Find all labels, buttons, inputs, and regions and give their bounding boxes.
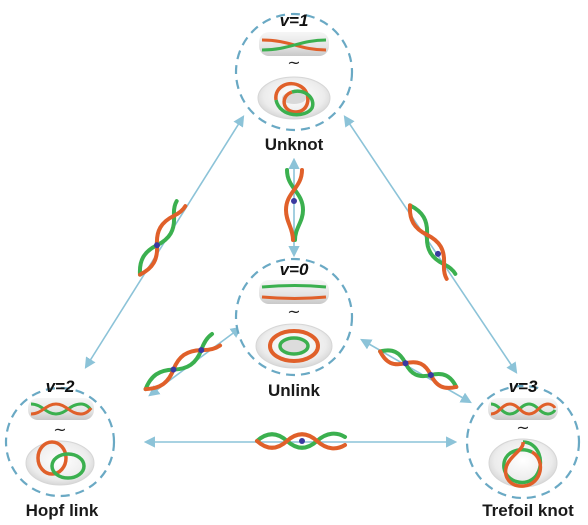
trefoil-v-label: v=3 <box>509 377 538 396</box>
braid-unknot-unlink <box>283 168 306 242</box>
trefoil-equivalence: ~ <box>516 418 529 437</box>
unlink-ribbon <box>259 280 329 304</box>
unlink-green-ring <box>278 336 310 356</box>
trefoil-ribbon <box>488 398 558 420</box>
node-unlink: v=0 ~ Unlink <box>234 257 354 400</box>
unlink-orange-ring <box>268 329 320 363</box>
hopf-green-ring <box>50 452 86 480</box>
trefoil-green-strand <box>502 440 543 485</box>
trefoil-orange-strand <box>503 441 543 488</box>
hopf-equivalence: ~ <box>53 420 66 439</box>
hopf-label: Hopf link <box>26 501 99 520</box>
unknot-orange-strand <box>274 81 310 114</box>
unknot-green-strand <box>274 89 315 117</box>
unlink-equivalence: ~ <box>287 302 300 321</box>
trefoil-label: Trefoil knot <box>482 501 574 520</box>
node-hopf: v=2 ~ Hopf link <box>4 377 116 520</box>
braid-unlink-trefoil <box>378 348 459 390</box>
node-trefoil: v=3 ~ Trefoil knot <box>465 377 581 520</box>
hopf-v-label: v=2 <box>46 377 75 396</box>
hopf-ribbon <box>28 398 94 420</box>
unknot-v-label: v=1 <box>280 11 309 30</box>
arrow-unlink-trefoil <box>360 338 472 404</box>
hopf-orange-ring <box>36 440 68 476</box>
unknot-equivalence: ~ <box>287 53 300 72</box>
braid-unknot-trefoil <box>407 203 458 281</box>
unlink-label: Unlink <box>268 381 320 400</box>
node-unknot: v=1 ~ Unknot <box>234 11 354 154</box>
braid-hopf-trefoil <box>255 431 347 451</box>
braid-unknot-hopf <box>137 199 188 277</box>
unlink-v-label: v=0 <box>280 260 309 279</box>
braid-unlink-hopf <box>143 332 223 392</box>
unknot-label: Unknot <box>265 135 324 154</box>
arrow-unknot-trefoil <box>343 115 518 374</box>
